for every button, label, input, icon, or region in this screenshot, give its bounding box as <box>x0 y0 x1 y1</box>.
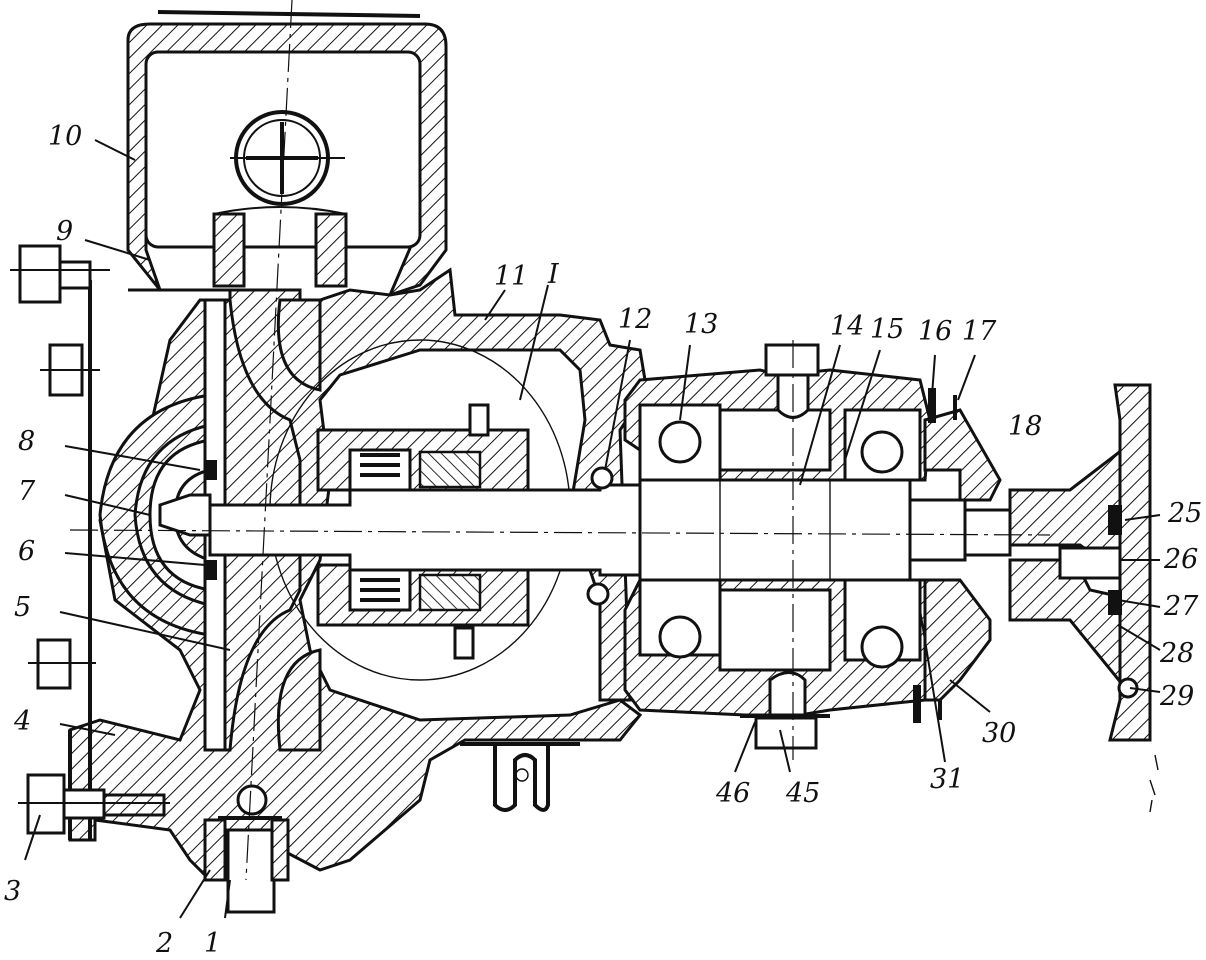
callout-12: 12 <box>618 304 652 335</box>
callout-4: 4 <box>13 706 31 737</box>
end-cover <box>913 388 1002 723</box>
callout-26: 26 <box>1163 544 1198 575</box>
callout-14: 14 <box>830 311 864 342</box>
callout-29: 29 <box>1159 681 1194 712</box>
callout-15: 15 <box>870 314 904 345</box>
bearing-housing <box>586 343 932 750</box>
callout-6: 6 <box>18 536 35 567</box>
flange-bolts <box>10 244 170 835</box>
callout-45: 45 <box>785 778 820 809</box>
coupling-half <box>1008 383 1152 742</box>
drain-plug <box>203 784 290 914</box>
callout-11: 11 <box>494 261 528 292</box>
callout-13: 13 <box>684 309 718 340</box>
callout-10: 10 <box>48 121 82 152</box>
callout-31: 31 <box>930 764 964 795</box>
callout-16: 16 <box>918 316 952 347</box>
callout-25: 25 <box>1167 498 1202 529</box>
callout-2: 2 <box>155 928 173 959</box>
leader-lines <box>24 139 1161 919</box>
callout-17: 17 <box>962 316 997 347</box>
shaft <box>208 478 1012 582</box>
callout-1: 1 <box>204 928 221 959</box>
centerlines <box>69 0 1051 881</box>
callout-28: 28 <box>1159 638 1194 669</box>
drive-housing <box>126 10 448 298</box>
callout-30: 30 <box>982 718 1016 749</box>
callout-46: 46 <box>715 778 750 809</box>
callout-27: 27 <box>1163 591 1199 622</box>
callout-18: 18 <box>1008 411 1042 442</box>
callout-5: 5 <box>14 592 31 623</box>
support-bracket <box>460 742 580 812</box>
callout-labels: 10 9 8 7 6 5 4 3 2 1 11 I 12 13 14 15 16… <box>4 121 1202 959</box>
callout-7: 7 <box>18 476 36 507</box>
callout-8: 8 <box>18 426 35 457</box>
margin-marks <box>1149 754 1159 813</box>
callout-3: 3 <box>4 876 21 907</box>
callout-I: I <box>547 259 560 290</box>
callout-9: 9 <box>56 216 73 247</box>
